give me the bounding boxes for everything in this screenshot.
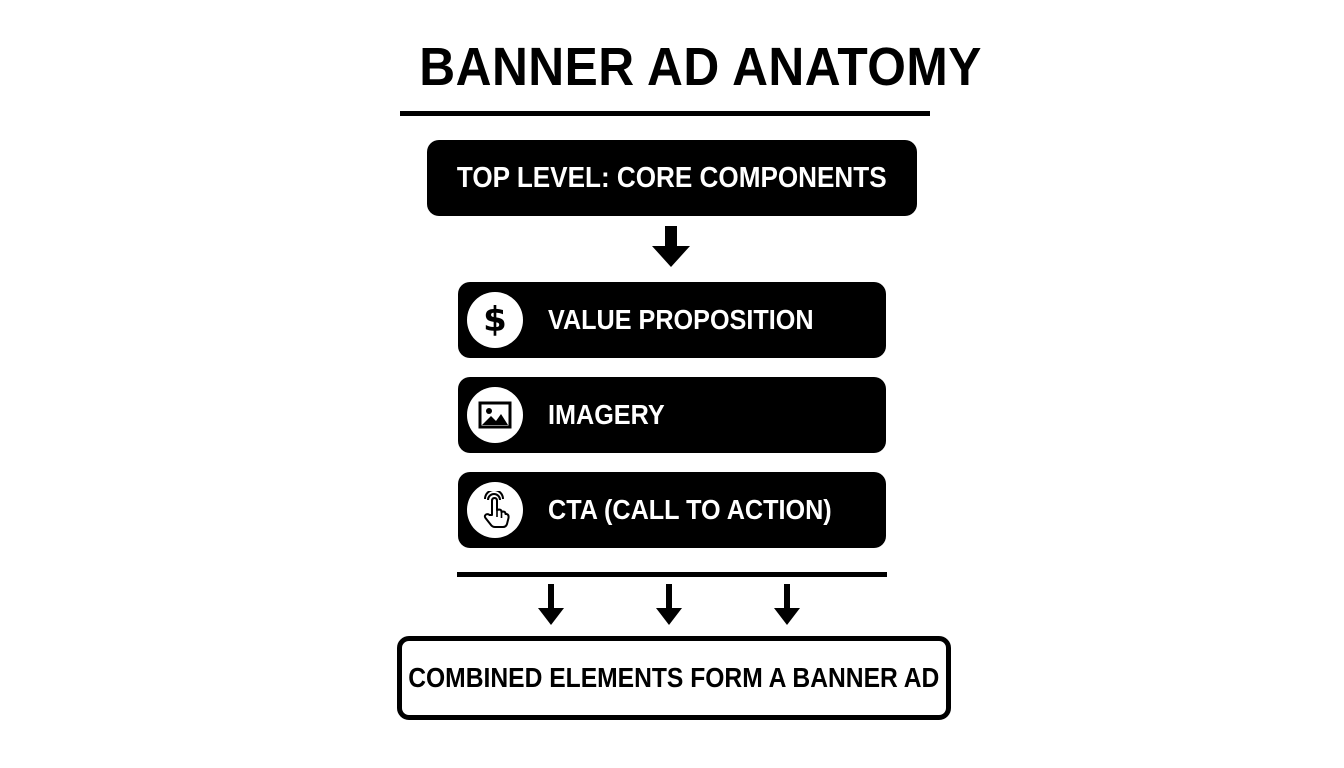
component-label: IMAGERY [548,399,665,430]
down-arrow-icon [774,584,800,625]
down-arrow-icon [538,584,564,625]
merge-line [457,572,887,577]
diagram-title: BANNER AD ANATOMY [419,37,982,97]
down-arrow-icon [656,584,682,625]
component-cta: CTA (CALL TO ACTION) [458,472,886,548]
component-imagery: IMAGERY [458,377,886,453]
component-value-proposition: $ VALUE PROPOSITION [458,282,886,358]
down-arrow-icon [652,226,690,267]
image-icon [467,387,523,443]
result-box: COMBINED ELEMENTS FORM A BANNER AD [397,636,951,720]
title-underline [400,111,930,116]
dollar-icon: $ [467,292,523,348]
top-level-label: TOP LEVEL: CORE COMPONENTS [457,161,887,194]
pointer-hand-icon [467,482,523,538]
component-label: VALUE PROPOSITION [548,304,814,335]
component-label: CTA (CALL TO ACTION) [548,494,832,525]
result-label: COMBINED ELEMENTS FORM A BANNER AD [408,662,940,693]
top-level-box: TOP LEVEL: CORE COMPONENTS [427,140,917,216]
dollar-glyph: $ [483,300,507,340]
